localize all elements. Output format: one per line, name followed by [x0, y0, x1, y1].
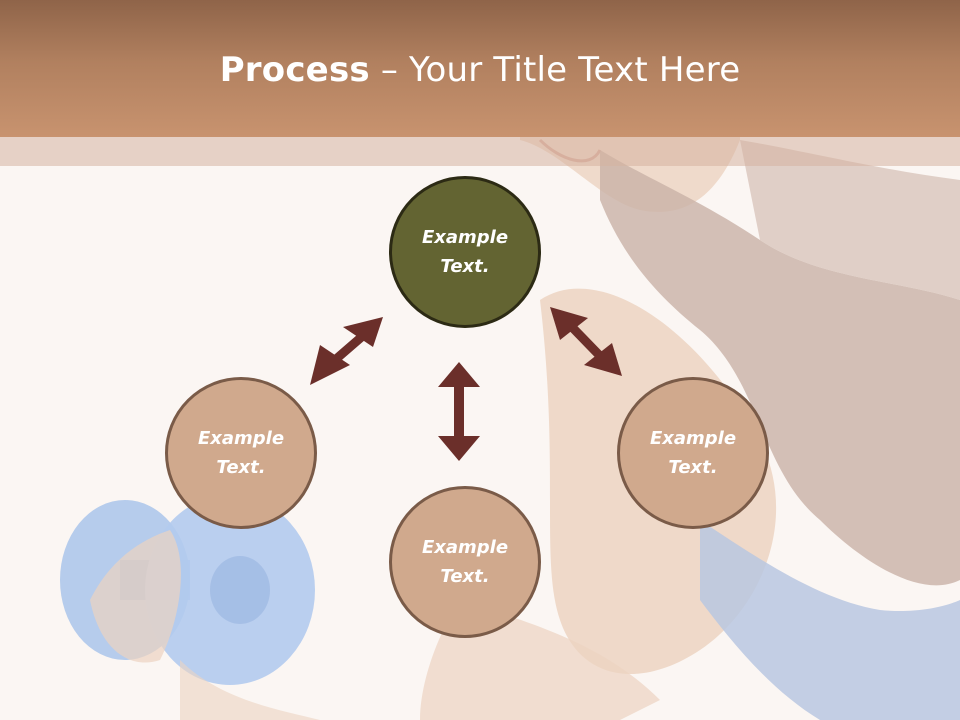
arrow-center-bottom [438, 362, 480, 461]
node-left-label: Example Text. [197, 428, 285, 478]
title-bar [0, 0, 960, 137]
slide-title[interactable]: Process – Your Title Text Here [0, 50, 960, 90]
process-node-bottom[interactable]: Example Text. [389, 486, 541, 638]
title-rest: – Your Title Text Here [369, 50, 741, 90]
title-bold: Process [219, 50, 370, 90]
node-center-label: Example Text. [421, 227, 509, 277]
process-node-left[interactable]: Example Text. [165, 377, 317, 529]
process-node-right[interactable]: Example Text. [617, 377, 769, 529]
arrow-center-left [310, 317, 383, 385]
node-right-label: Example Text. [649, 428, 737, 478]
node-bottom-label: Example Text. [421, 537, 509, 587]
process-node-center[interactable]: Example Text. [389, 176, 541, 328]
title-bar-underlay [0, 137, 960, 166]
arrow-center-right [550, 307, 622, 376]
